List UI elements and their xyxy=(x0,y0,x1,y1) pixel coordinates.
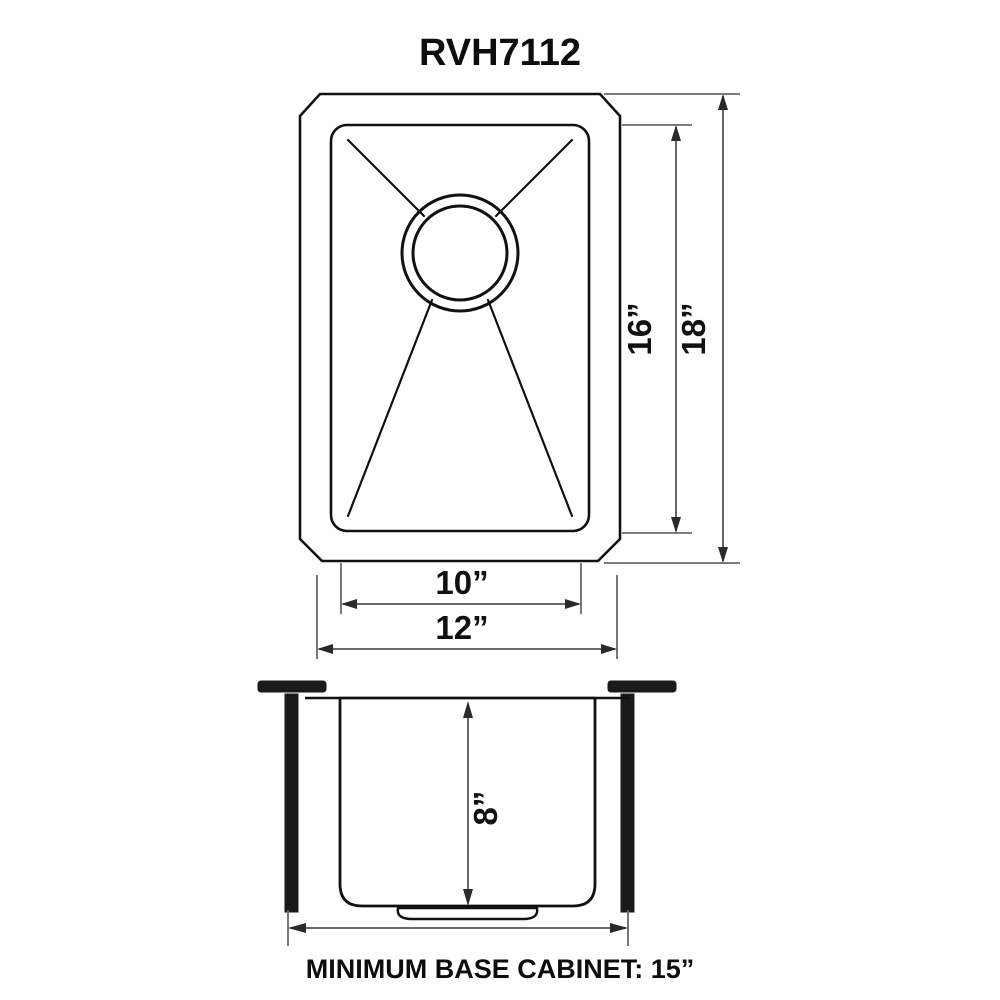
dimension-label-outer-width: 12” xyxy=(435,609,488,646)
page-title: RVH7112 xyxy=(419,32,581,74)
dimension-inner-height: 16” xyxy=(621,124,692,534)
dimension-label-inner-width: 10” xyxy=(435,564,488,601)
dimension-outer-height: 18” xyxy=(604,93,740,564)
slope-line-top-left xyxy=(346,138,426,218)
arrowhead-18-top xyxy=(718,94,728,110)
countertop-right xyxy=(607,680,677,693)
basin-outline xyxy=(338,696,597,908)
arrowhead-10-right xyxy=(565,599,581,609)
base-cabinet-caption: MINIMUM BASE CABINET: 15” xyxy=(306,954,695,984)
arrowhead-cabinet-left xyxy=(288,923,306,933)
arrowhead-8-bottom xyxy=(463,889,473,906)
arrowhead-12-right xyxy=(601,644,617,654)
sink-inner-outline xyxy=(329,123,591,533)
dimension-outer-width: 12” xyxy=(316,575,618,659)
slope-line-bottom-right xyxy=(486,298,574,518)
arrowhead-10-left xyxy=(341,599,357,609)
side-view-group: 8” MINIMUM BASE CABINET: 15” xyxy=(257,680,695,984)
dimension-base-cabinet: MINIMUM BASE CABINET: 15” xyxy=(287,910,695,984)
arrowhead-16-bottom xyxy=(671,517,681,533)
drain-inner-ring xyxy=(411,204,509,302)
top-view-group xyxy=(298,92,622,563)
sink-outer-outline xyxy=(298,92,622,563)
arrowhead-12-left xyxy=(317,644,333,654)
arrowhead-16-top xyxy=(671,125,681,141)
arrowhead-cabinet-right xyxy=(610,923,628,933)
countertop-left xyxy=(257,680,327,693)
arrowhead-8-top xyxy=(463,701,473,718)
drain-plate xyxy=(396,906,539,921)
cabinet-wall-left xyxy=(284,693,299,913)
dimension-label-inner-height: 16” xyxy=(621,302,658,355)
dimension-label-bowl-depth: 8” xyxy=(467,791,504,826)
dimension-bowl-depth: 8” xyxy=(463,701,504,906)
cabinet-wall-right xyxy=(620,693,635,913)
arrowhead-18-bottom xyxy=(718,547,728,563)
dimension-inner-width: 10” xyxy=(340,563,582,614)
dimension-label-outer-height: 18” xyxy=(675,302,712,355)
slope-line-top-right xyxy=(494,138,574,218)
drain-outer-ring xyxy=(400,193,520,313)
slope-line-bottom-left xyxy=(346,298,434,518)
